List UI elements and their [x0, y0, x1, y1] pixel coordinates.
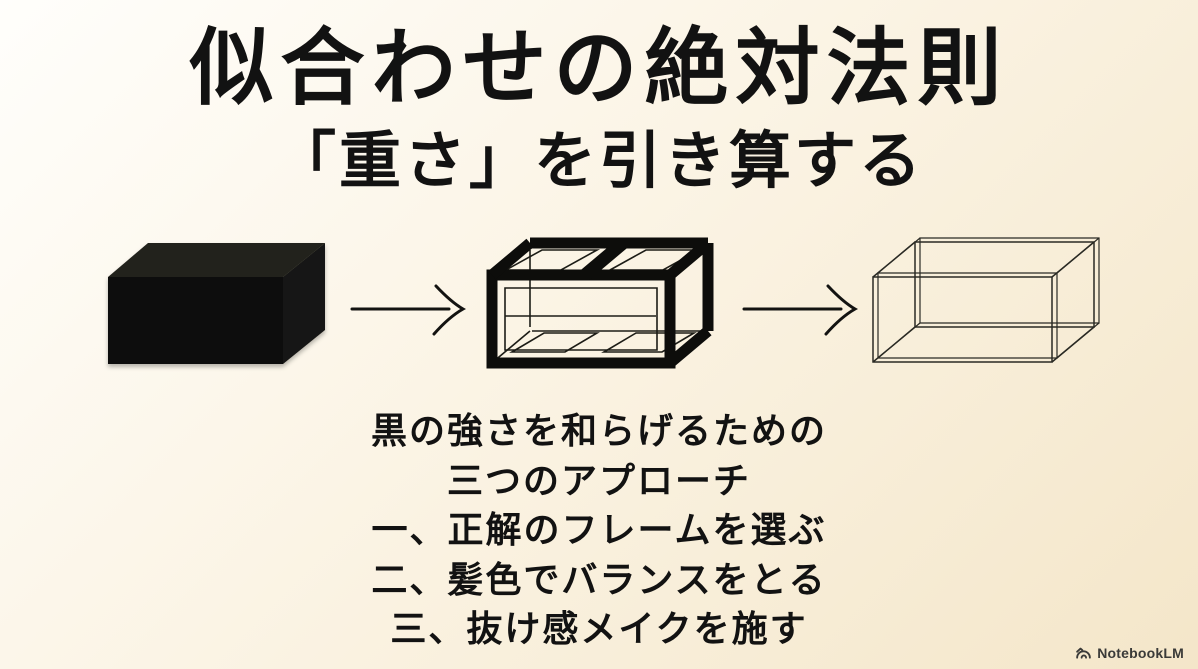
thin-wireframe-box-icon — [872, 237, 1100, 363]
body-line: 三つのアプローチ — [446, 459, 751, 501]
right-arrow-icon — [350, 284, 466, 336]
body-line: 黒の強さを和らげるための — [370, 410, 827, 451]
thick-frame-box-icon — [486, 237, 714, 369]
body-line: 一、正解のフレームを選ぶ — [371, 509, 827, 550]
solid-black-box-icon — [108, 243, 325, 364]
body-text-block: 黒の強さを和らげるための 三つのアプローチ 一、正解のフレームを選ぶ 二、髪色で… — [0, 406, 1198, 654]
watermark-label: NotebookLM — [1097, 645, 1184, 661]
right-arrow-icon — [742, 284, 858, 336]
notebooklm-logo-icon — [1075, 646, 1092, 660]
body-line: 三、抜け感メイクを施す — [390, 608, 808, 649]
slide-title: 似合わせの絶対法則 — [189, 23, 1009, 116]
notebooklm-watermark: NotebookLM — [1075, 645, 1184, 661]
weight-subtraction-diagram — [108, 237, 1100, 369]
slide-subtitle: 「重さ」を引き算する — [273, 128, 924, 196]
body-line: 二、髪色でバランスをとる — [371, 558, 827, 600]
